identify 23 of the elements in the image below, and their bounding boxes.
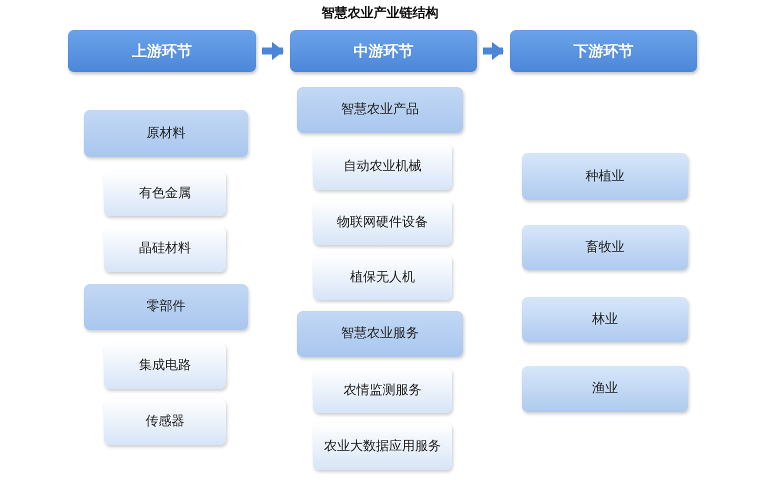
- item-box: 传感器: [104, 399, 226, 445]
- item-box: 农情监测服务: [313, 368, 452, 413]
- sector-box: 种植业: [522, 153, 688, 200]
- stage-header-box: 下游环节: [510, 30, 697, 72]
- item-box: 植保无人机: [313, 255, 452, 300]
- item-box: 农业大数据应用服务: [313, 423, 452, 470]
- stage-header-box: 上游环节: [68, 30, 256, 72]
- item-box: 自动农业机械: [313, 144, 452, 190]
- category-box: 零部件: [84, 284, 248, 330]
- item-box: 晶硅材料: [104, 226, 226, 272]
- stage-header-box: 中游环节: [290, 30, 477, 72]
- item-box: 物联网硬件设备: [313, 200, 452, 245]
- sector-box: 林业: [522, 297, 688, 342]
- diagram-title: 智慧农业产业链结构: [320, 4, 440, 22]
- arrow: [483, 42, 504, 60]
- arrow: [262, 42, 284, 60]
- sector-box: 畜牧业: [522, 225, 688, 270]
- category-box: 智慧农业服务: [297, 311, 463, 357]
- item-box: 集成电路: [104, 343, 226, 389]
- category-box: 智慧农业产品: [297, 87, 463, 133]
- category-box: 原材料: [84, 110, 248, 157]
- sector-box: 渔业: [522, 366, 688, 412]
- item-box: 有色金属: [104, 171, 226, 216]
